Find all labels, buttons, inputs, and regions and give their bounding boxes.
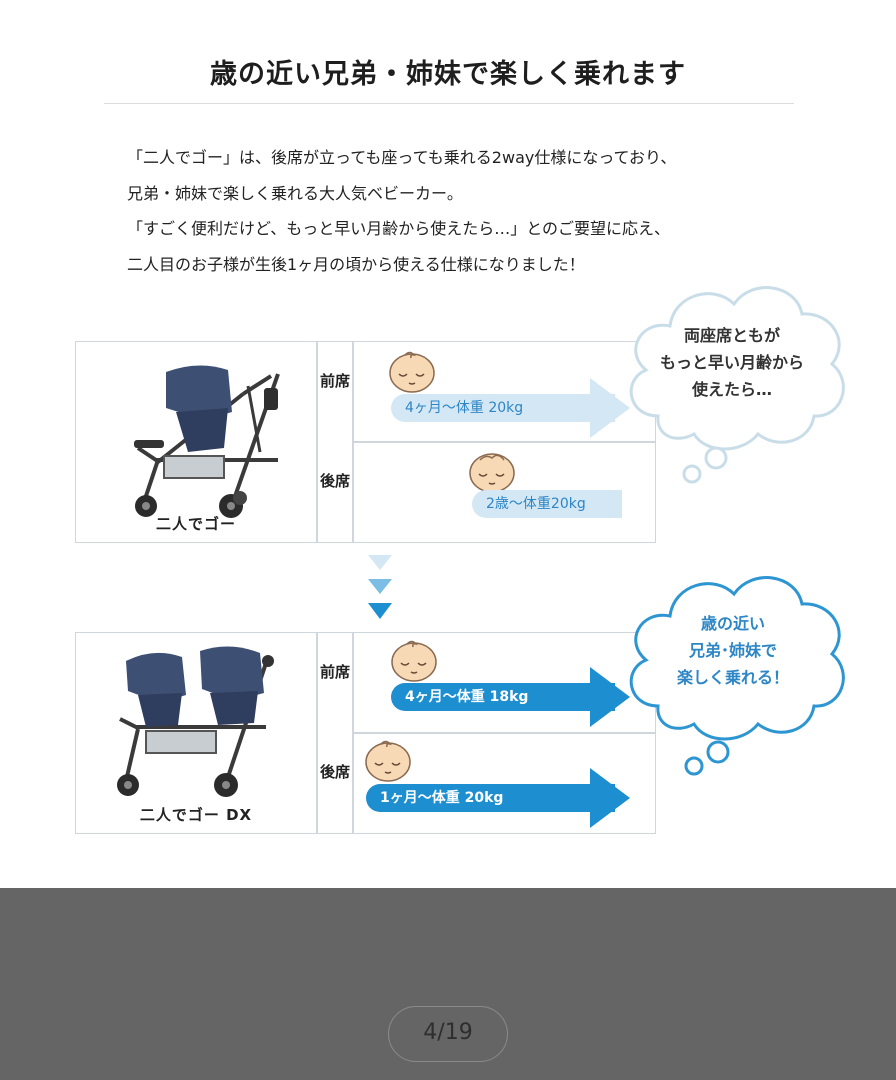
thought-line: 両座席ともが xyxy=(683,326,780,345)
arrow-right-icon xyxy=(590,768,630,828)
front-seat-label: 前席 xyxy=(319,372,350,390)
sleeping-baby-icon xyxy=(365,740,411,782)
intro-line-3: 「すごく便利だけど、もっと早い月齢から使えたら…」とのご要望に応え、 xyxy=(127,219,671,238)
rear-seat-label: 後席 xyxy=(319,472,350,490)
single-canopy-stroller-image xyxy=(134,365,280,518)
new-rear-seat-range: 1ヶ月〜体重 20kg xyxy=(366,784,615,812)
new-model-table: 二人でゴー DX 前席 後席 4ヶ月〜体重 18kg 1ヶ月〜体重 20kg xyxy=(75,632,656,834)
sleeping-baby-icon xyxy=(389,351,435,393)
arrow-right-icon xyxy=(590,378,630,438)
thought-bubble-old xyxy=(629,286,845,484)
down-arrow-icon xyxy=(368,603,392,619)
column-divider xyxy=(316,342,318,542)
old-rear-seat-range: 2歳〜体重20kg xyxy=(472,490,622,518)
arrow-right-icon xyxy=(590,667,630,727)
thought-text-new: 歳の近い 兄弟･姉妹で 楽しく乗れる！ xyxy=(638,610,828,691)
column-divider xyxy=(316,633,318,833)
front-seat-label: 前席 xyxy=(319,663,350,681)
title-divider xyxy=(104,103,794,104)
thought-bubble-new xyxy=(629,576,845,776)
down-arrow-icon xyxy=(368,555,392,570)
double-canopy-stroller-image xyxy=(117,646,274,797)
thought-line: もっと早い月齢から xyxy=(659,353,804,372)
old-front-seat-range: 4ヶ月〜体重 20kg xyxy=(391,394,615,422)
intro-line-2: 兄弟・姉妹で楽しく乗れる大人気ベビーカー。 xyxy=(127,183,463,203)
old-model-name: 二人でゴー xyxy=(155,515,236,533)
sleeping-baby-icon xyxy=(469,453,515,493)
page-indicator[interactable]: 4/19 xyxy=(388,1006,508,1062)
thought-line: 歳の近い xyxy=(700,614,765,633)
row-divider xyxy=(352,441,655,443)
page-title: 歳の近い兄弟・姉妹で楽しく乗れます xyxy=(210,59,686,90)
row-divider xyxy=(352,732,655,734)
intro-line-4: 二人目のお子様が生後1ヶ月の頃から使える仕様になりました！ xyxy=(127,254,585,274)
thought-line: 楽しく乗れる！ xyxy=(676,668,789,687)
new-model-name: 二人でゴー DX xyxy=(139,806,253,824)
intro-line-1: 「二人でゴー」は、後席が立っても座っても乗れる2way仕様になっており、 xyxy=(127,148,677,167)
sleeping-baby-icon xyxy=(391,640,437,682)
thought-text-old: 両座席ともが もっと早い月齢から 使えたら… xyxy=(632,322,832,403)
product-page: 歳の近い兄弟・姉妹で楽しく乗れます 「二人でゴー」は、後席が立っても座っても乗れ… xyxy=(0,0,896,888)
old-model-table: 二人でゴー 前席 後席 4ヶ月〜体重 20kg 2歳〜体重20kg xyxy=(75,341,656,543)
thought-line: 兄弟･姉妹で xyxy=(688,641,777,660)
rear-seat-label: 後席 xyxy=(319,763,350,781)
new-front-seat-range: 4ヶ月〜体重 18kg xyxy=(391,683,615,711)
down-arrow-icon xyxy=(368,579,392,594)
thought-line: 使えたら… xyxy=(691,380,772,399)
intro-text: 「二人でゴー」は、後席が立っても座っても乗れる2way仕様になっており、 兄弟・… xyxy=(127,140,807,282)
